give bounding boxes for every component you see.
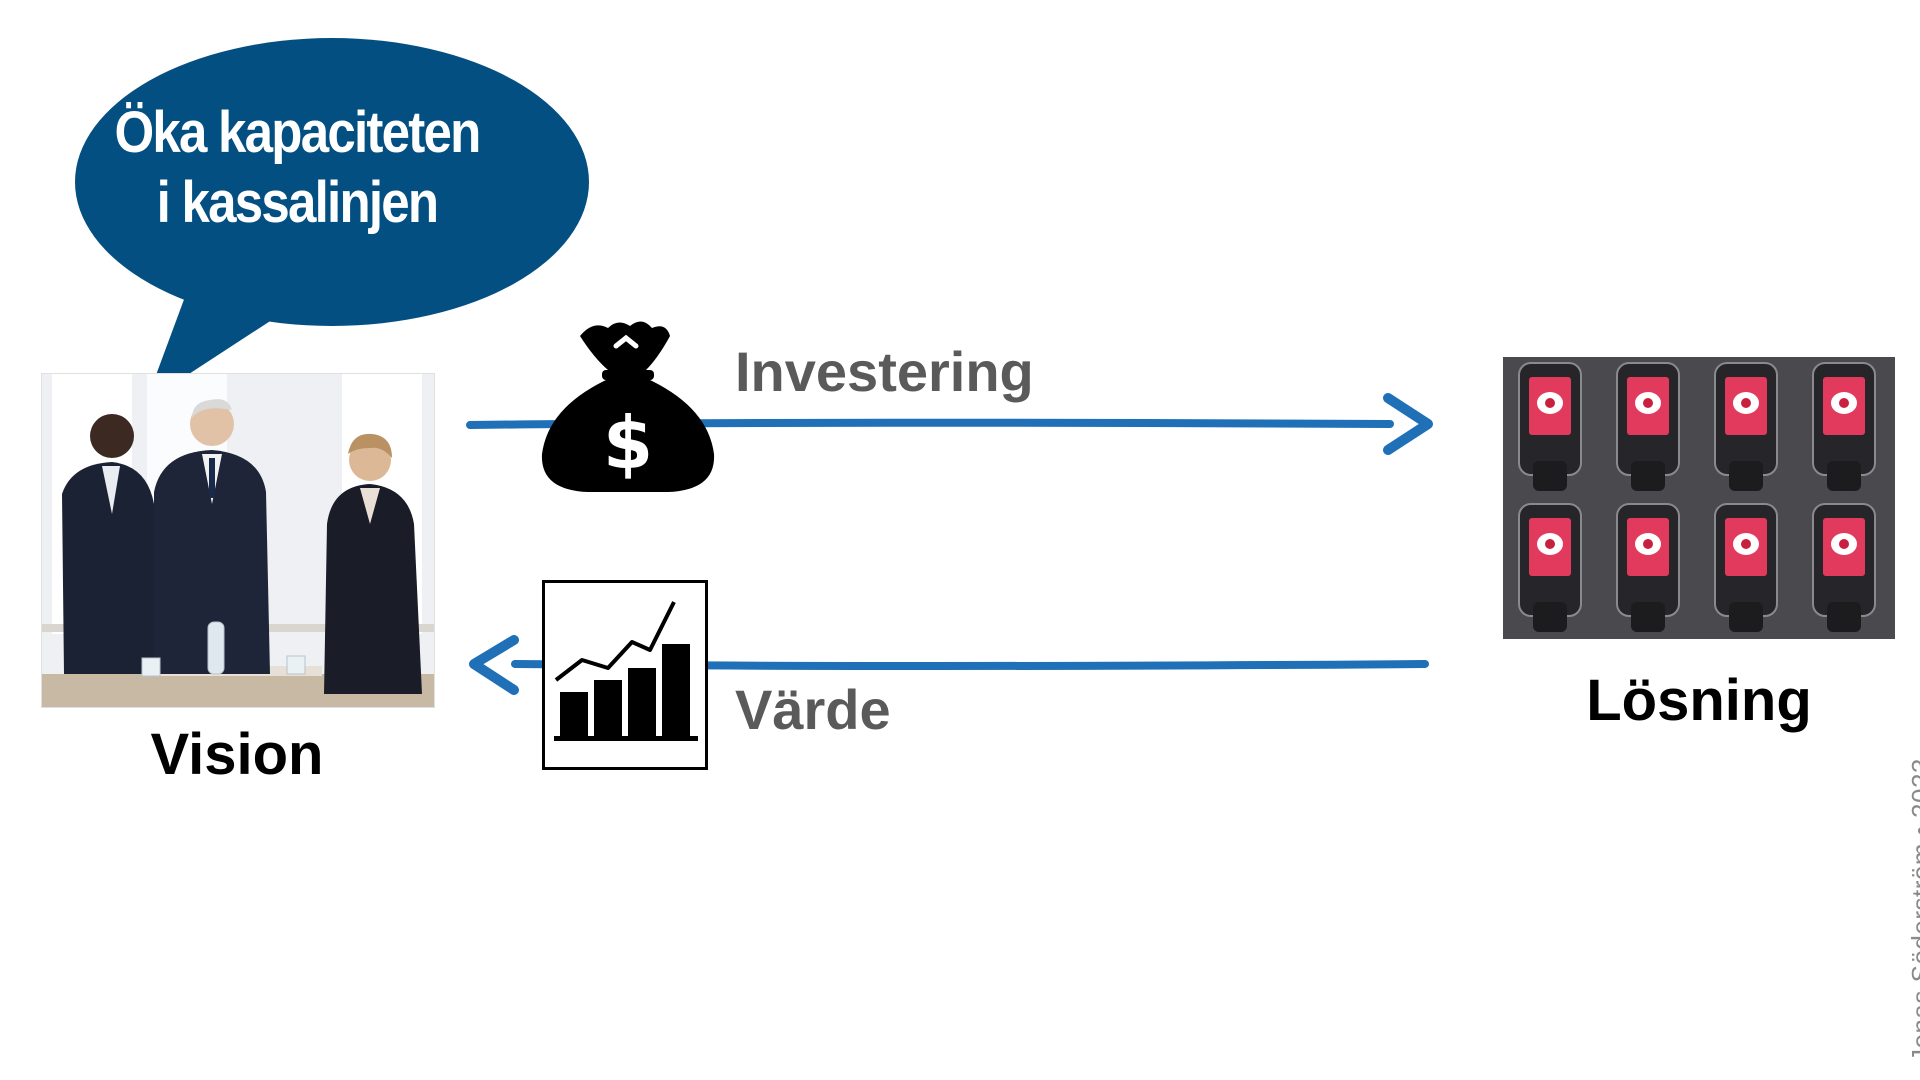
vision-photo	[41, 373, 435, 708]
scanner-device	[1616, 503, 1680, 632]
speech-bubble-text: Öka kapaciteten i kassalinjen	[90, 98, 504, 238]
money-bag-icon: $	[538, 318, 718, 494]
scanner-device	[1812, 503, 1876, 632]
scanner-device	[1518, 362, 1582, 491]
speech-line-2: i kassalinjen	[156, 170, 439, 235]
scanner-device	[1714, 362, 1778, 491]
solution-label: Lösning	[1586, 668, 1812, 733]
business-meeting-image	[42, 374, 434, 707]
credit-text: Jonas Söderström • 2023	[1906, 758, 1920, 1062]
scanner-device	[1616, 362, 1680, 491]
value-label: Värde	[735, 678, 891, 741]
speech-line-1: Öka kapaciteten	[114, 100, 481, 165]
vision-label: Vision	[150, 722, 324, 787]
scanner-device	[1518, 503, 1582, 632]
investment-label: Investering	[735, 340, 1034, 403]
svg-text:$: $	[603, 401, 653, 485]
scanner-device	[1714, 503, 1778, 632]
solution-photo	[1503, 357, 1895, 639]
scanner-device	[1812, 362, 1876, 491]
speech-bubble: Öka kapaciteten i kassalinjen	[74, 36, 594, 416]
handheld-scanners-image	[1503, 357, 1895, 639]
rising-chart-icon	[542, 580, 708, 770]
